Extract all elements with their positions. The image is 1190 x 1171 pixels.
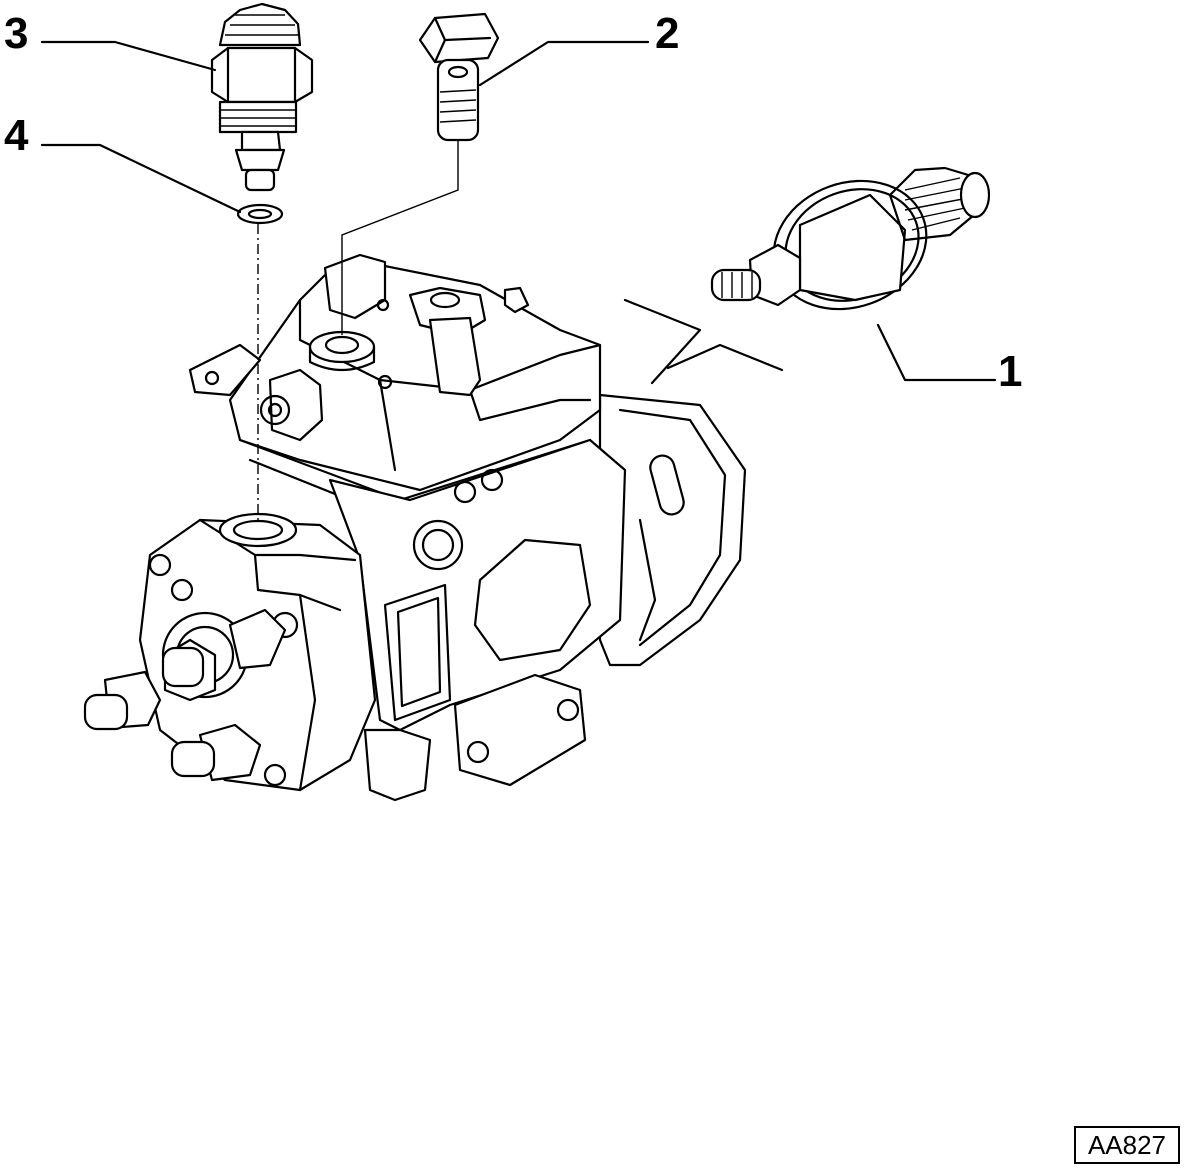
callout-3: 3 xyxy=(4,9,28,58)
leader-lines xyxy=(40,40,997,382)
assembly-lines xyxy=(257,150,459,520)
part-1-stop-solenoid xyxy=(710,166,991,311)
callout-1: 1 xyxy=(998,347,1022,396)
callout-4: 4 xyxy=(4,111,29,160)
break-symbol xyxy=(623,298,784,385)
injection-pump-body xyxy=(83,253,747,802)
part-4-sealing-washer xyxy=(236,203,284,225)
reference-code-label: AA827 xyxy=(1074,1126,1180,1164)
callout-2: 2 xyxy=(655,9,679,58)
part-2-banjo-bolt xyxy=(418,12,500,150)
part-3-sensor-valve xyxy=(210,2,314,192)
